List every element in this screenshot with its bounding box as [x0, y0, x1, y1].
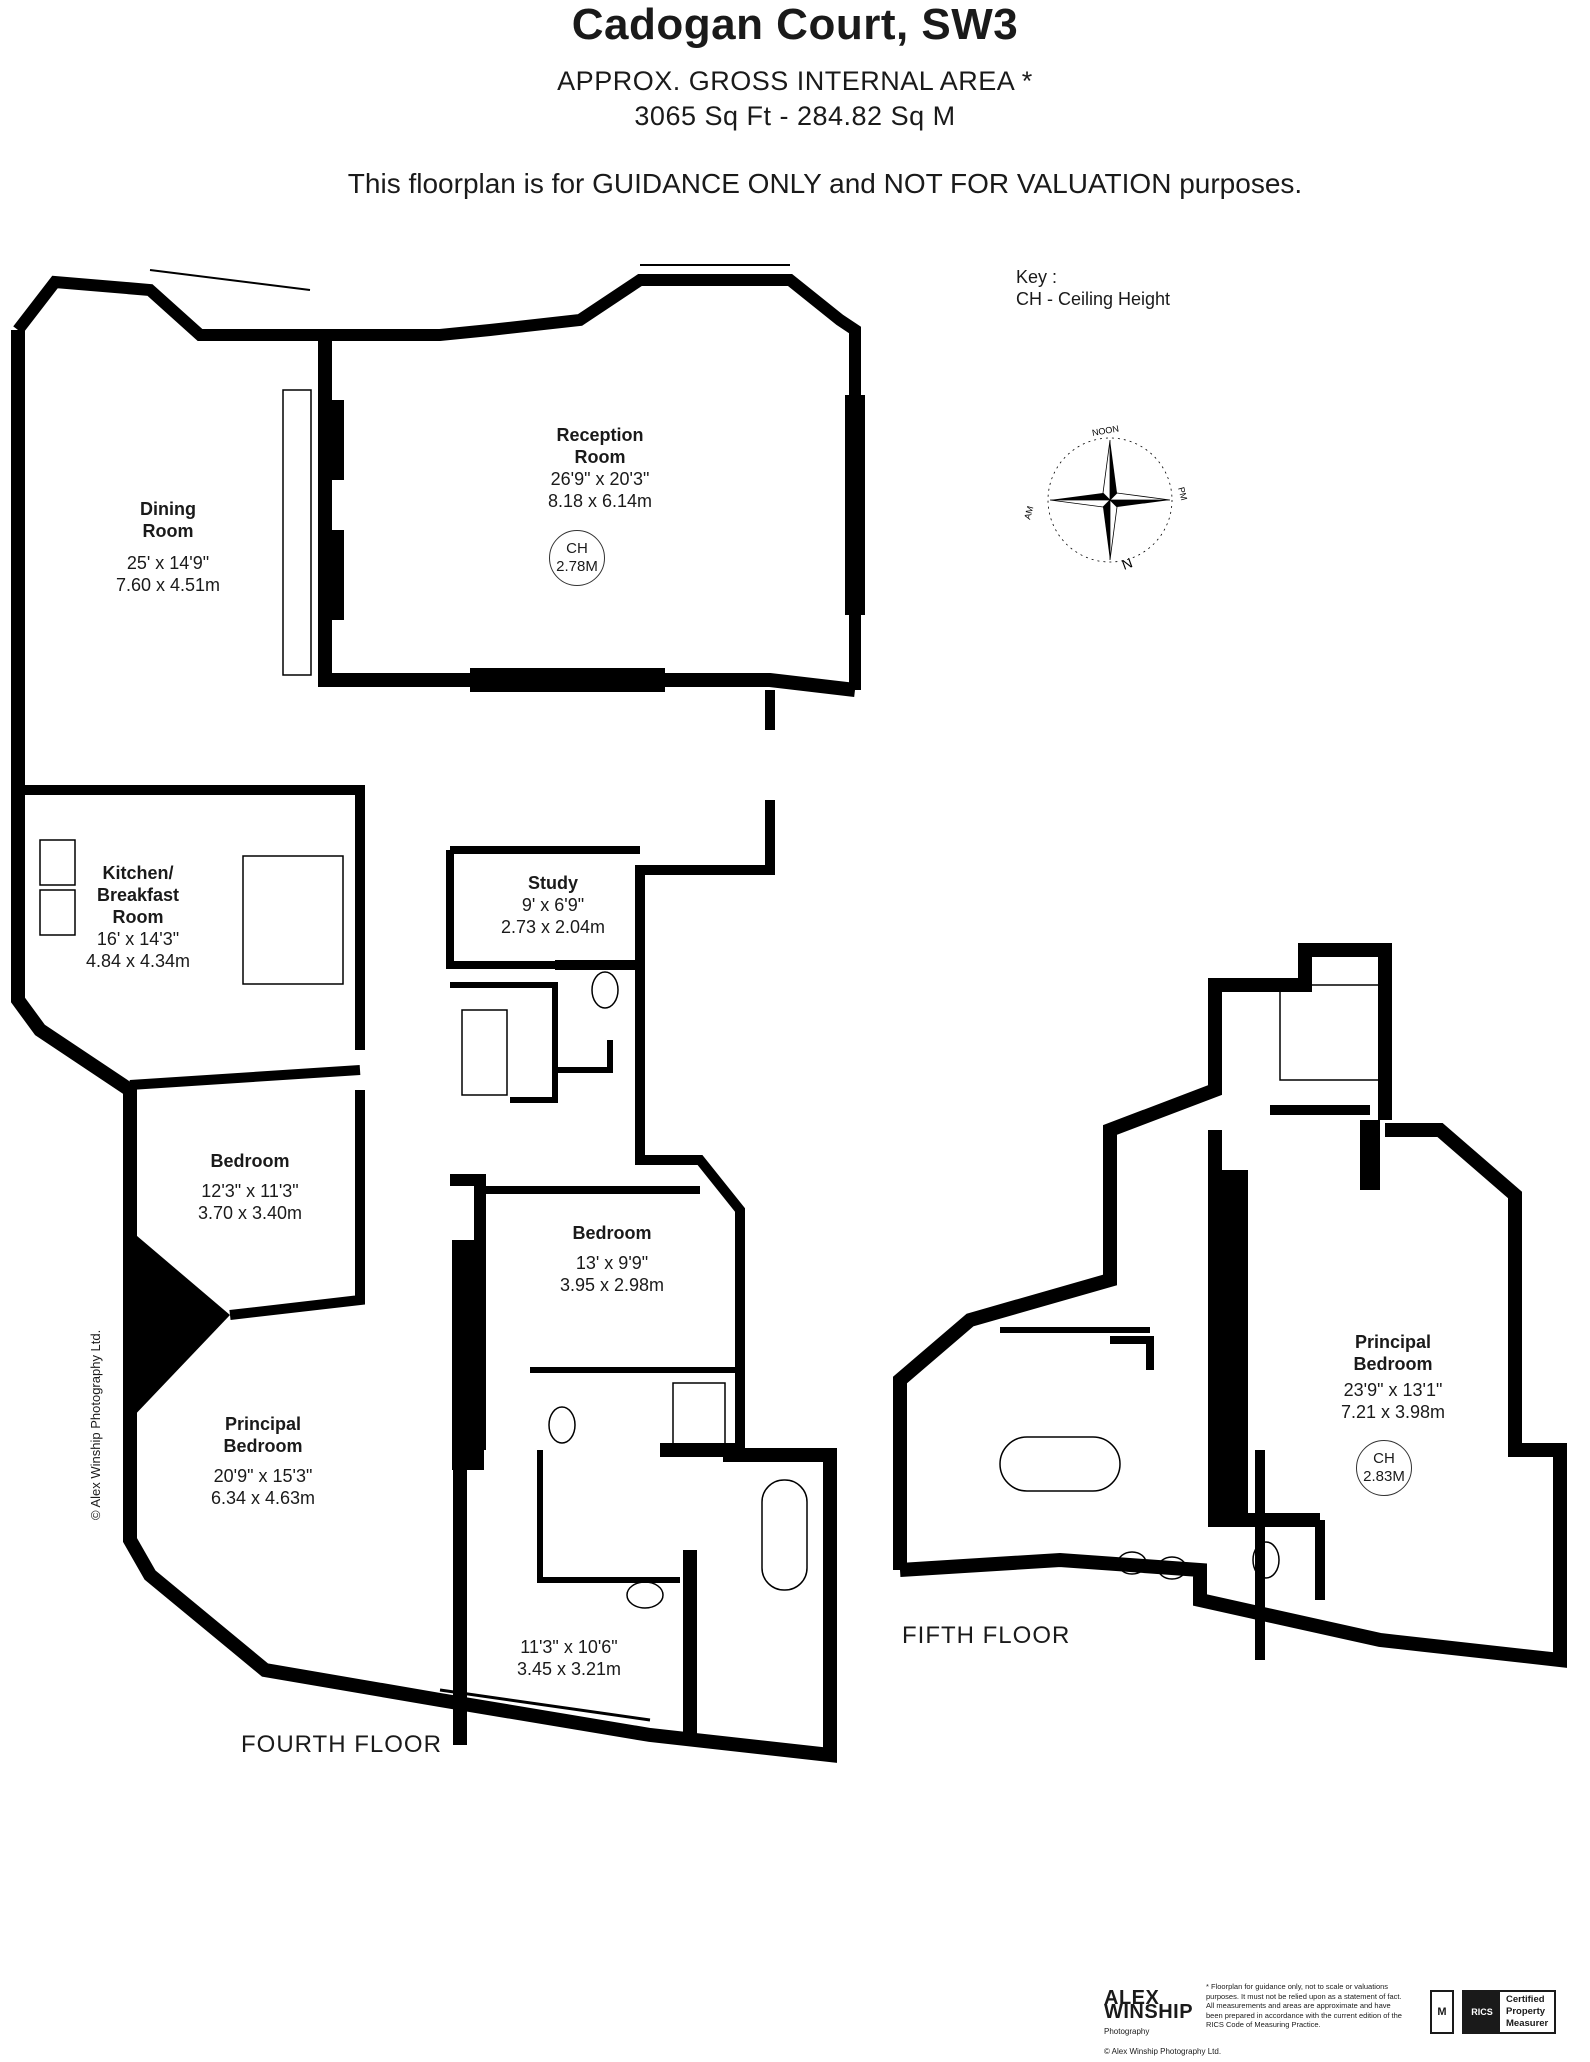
wc-fifth: [1252, 1541, 1280, 1579]
compass-noon: NOON: [1091, 423, 1119, 438]
room-dimensions-imperial: 9' x 6'9": [521, 895, 585, 915]
brand-line-2: WINSHIP: [1104, 2001, 1194, 2023]
brand-line-1: ALEX: [1104, 1987, 1160, 2009]
ch-label: CH: [1373, 1450, 1395, 1467]
shower-fourth: [672, 1382, 726, 1454]
copyright-notice: © Alex Winship Photography Ltd.: [88, 1329, 103, 1520]
room-name: Principal Bedroom: [1353, 1332, 1433, 1374]
room-bedroom-2: Bedroom 13' x 9'9" 3.95 x 2.98m: [560, 1222, 664, 1296]
room-study: Study 9' x 6'9" 2.73 x 2.04m: [501, 872, 605, 938]
gross-area-label: APPROX. GROSS INTERNAL AREA *: [557, 66, 1033, 96]
measurement-footnote: * Floorplan for guidance only, not to sc…: [1206, 1982, 1402, 2029]
wc-bath4: [626, 1581, 664, 1609]
brand-sub: Photography: [1104, 2027, 1150, 2036]
compass-north: N: [1120, 554, 1135, 572]
room-name: Principal Bedroom: [223, 1414, 303, 1456]
staircase-fourth: [461, 1009, 508, 1096]
basin-fifth-right: [1157, 1556, 1187, 1580]
room-name: Bedroom: [210, 1151, 290, 1171]
fifth-floor-label: FIFTH FLOOR: [902, 1622, 1071, 1649]
staircase-fifth: [1279, 984, 1381, 1081]
guidance-disclaimer: This floorplan is for GUIDANCE ONLY and …: [347, 168, 1303, 199]
brand-credit: © Alex Winship Photography Ltd.: [1104, 2047, 1222, 2056]
gross-area-values: 3065 Sq Ft - 284.82 Sq M: [634, 101, 956, 131]
key-legend: Key : CH - Ceiling Height: [1016, 266, 1170, 310]
room-dimensions-metric: 3.45 x 3.21m: [516, 1659, 622, 1679]
room-dimensions-metric: 8.18 x 6.14m: [547, 491, 653, 511]
room-reception: Reception Room 26'9" x 20'3" 8.18 x 6.14…: [548, 424, 652, 512]
compass-rose: NOON AM PM N: [1022, 423, 1189, 572]
room-kitchen: Kitchen/ Breakfast Room 16' x 14'3" 4.84…: [86, 862, 190, 972]
room-dimensions-metric: 3.70 x 3.40m: [197, 1203, 303, 1223]
room-dimensions-metric: 7.60 x 4.51m: [115, 575, 221, 595]
rics-line-2: Property: [1506, 2006, 1546, 2017]
room-name: Study: [527, 873, 578, 893]
wc-hall: [591, 971, 619, 1009]
room-name: Bedroom: [572, 1223, 652, 1243]
room-dimensions-metric: 2.73 x 2.04m: [500, 917, 606, 937]
kitchen-sink-1: [39, 839, 76, 886]
fourth-floor-walls: [11, 264, 865, 1763]
room-dimensions-metric: 6.34 x 4.63m: [210, 1488, 316, 1508]
room-dimensions-imperial: 16' x 14'3": [96, 929, 180, 949]
rics-line-1: Certified: [1506, 1994, 1545, 2005]
fixtures: [39, 389, 1381, 1609]
compass-pm: PM: [1176, 486, 1189, 502]
fourth-floor-label: FOURTH FLOOR: [241, 1731, 442, 1758]
ch-value: 2.78M: [556, 558, 598, 575]
room-dining: Dining Room 25' x 14'9" 7.60 x 4.51m: [116, 498, 220, 596]
ceiling-height-badge-fifth: CH 2.83M: [1356, 1440, 1412, 1496]
basin-fifth-left: [1117, 1551, 1147, 1575]
room-name: Reception Room: [556, 425, 644, 467]
ch-label: CH: [566, 540, 588, 557]
room-principal-bedroom-fifth: Principal Bedroom 23'9" x 13'1" 7.21 x 3…: [1341, 1331, 1445, 1423]
rics-certified-badge: RICS Certified Property Measurer: [1462, 1990, 1557, 2034]
room-dimensions-imperial: 13' x 9'9": [575, 1253, 649, 1273]
bathtub-fourth: [761, 1479, 808, 1591]
room-dimensions-imperial: 20'9" x 15'3": [213, 1466, 313, 1486]
room-bathroom-fourth: 11'3" x 10'6" 3.45 x 3.21m: [517, 1636, 621, 1680]
room-dimensions-metric: 7.21 x 3.98m: [1340, 1402, 1446, 1422]
room-dimensions-metric: 4.84 x 4.34m: [85, 951, 191, 971]
dining-sideboard: [282, 389, 312, 676]
measuring-mark-icon: M: [1430, 1990, 1454, 2034]
compass-am: AM: [1022, 505, 1035, 521]
ch-value: 2.83M: [1363, 1468, 1405, 1485]
key-ceiling-height: CH - Ceiling Height: [1016, 289, 1171, 309]
fifth-floor-walls: [893, 943, 1567, 1668]
rics-text: Certified Property Measurer: [1500, 1992, 1554, 2032]
room-dimensions-imperial: 26'9" x 20'3": [550, 469, 650, 489]
room-principal-bedroom-fourth: Principal Bedroom 20'9" x 15'3" 6.34 x 4…: [211, 1413, 315, 1509]
accreditation-badges: M RICS Certified Property Measurer: [1430, 1990, 1557, 2034]
wc-bedroom2-ensuite: [548, 1406, 576, 1444]
rics-logo-icon: RICS: [1464, 1992, 1500, 2032]
alex-winship-logo: ALEX WINSHIP Photography © Alex Winship …: [1104, 1988, 1221, 2062]
bathtub-fifth: [999, 1436, 1121, 1492]
room-dimensions-imperial: 23'9" x 13'1": [1343, 1380, 1443, 1400]
rics-line-3: Measurer: [1506, 2018, 1549, 2029]
room-name: Dining Room: [140, 499, 196, 541]
room-name: Kitchen/ Breakfast Room: [96, 863, 180, 927]
room-dimensions-imperial: 11'3" x 10'6": [520, 1637, 618, 1657]
kitchen-sink-2: [39, 889, 76, 936]
room-dimensions-imperial: 12'3" x 11'3": [201, 1181, 299, 1201]
key-title: Key :: [1016, 267, 1058, 287]
kitchen-island: [242, 855, 344, 985]
room-dimensions-metric: 3.95 x 2.98m: [559, 1275, 665, 1295]
plan-title: Cadogan Court, SW3: [571, 0, 1019, 49]
room-dimensions-imperial: 25' x 14'9": [126, 553, 210, 573]
ceiling-height-badge: CH 2.78M: [549, 530, 605, 586]
room-bedroom-1: Bedroom 12'3" x 11'3" 3.70 x 3.40m: [198, 1150, 302, 1224]
